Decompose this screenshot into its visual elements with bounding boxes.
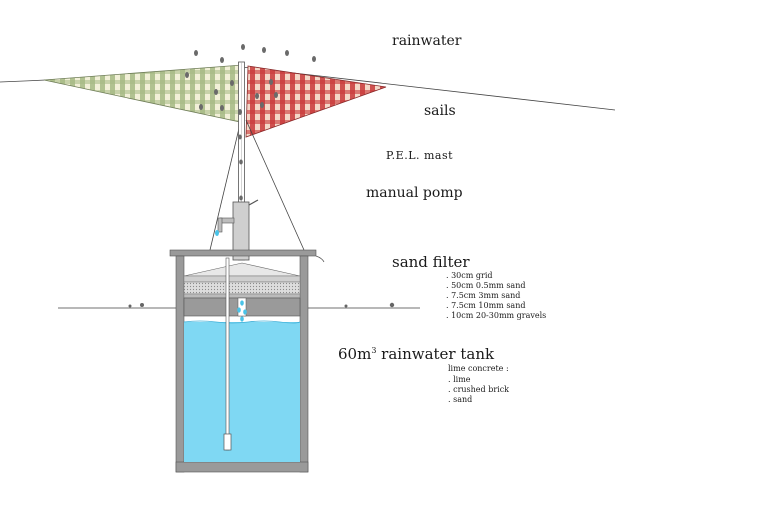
label-pump: manual pomp <box>366 185 463 201</box>
sail-right <box>245 65 387 138</box>
concrete-item: . lime <box>448 375 471 384</box>
pump-body <box>232 201 250 261</box>
pump-pipe <box>225 257 230 451</box>
filter-gravel <box>183 293 301 299</box>
rain-drops <box>185 44 316 201</box>
tank-wall-left <box>175 255 185 473</box>
concrete-items-list: . lime . crushed brick . sand <box>448 375 509 405</box>
ground-stones <box>128 302 395 308</box>
label-concrete-title: lime concrete : <box>448 364 509 373</box>
tank-floor <box>175 461 309 473</box>
label-tank-volume: 60m <box>338 345 372 363</box>
filter-layer-item: . 7.5cm 10mm sand <box>446 301 526 310</box>
guy-wire-right <box>245 119 305 251</box>
filter-layers-list: . 30cm grid . 50cm 0.5mm sand . 7.5cm 3m… <box>446 271 546 321</box>
label-mast: P.E.L. mast <box>386 149 454 162</box>
filter-layer-item: . 7.5cm 3mm sand <box>446 291 521 300</box>
filter-layer-item: . 30cm grid <box>446 271 493 280</box>
tank-wall-right <box>299 255 309 473</box>
filter-layer-item: . 10cm 20-30mm gravels <box>446 311 547 320</box>
pump-handle <box>248 199 259 206</box>
filter-cone <box>183 262 301 277</box>
tank-roof <box>169 249 317 257</box>
label-tank-name: rainwater tank <box>376 345 495 363</box>
filter-sand <box>183 281 301 295</box>
water-drops <box>215 230 247 322</box>
concrete-item: . sand <box>448 395 473 404</box>
label-tank: 60m3 rainwater tank <box>338 347 494 362</box>
label-tank-sup: 3 <box>371 346 377 355</box>
concrete-item: . crushed brick <box>448 385 510 394</box>
label-sand-filter: sand filter <box>392 253 470 271</box>
label-rainwater: rainwater <box>392 33 462 49</box>
label-sails: sails <box>424 103 456 119</box>
filter-grid <box>183 275 301 283</box>
pump-foot-valve <box>223 433 232 451</box>
sail-left <box>43 64 243 123</box>
tank-water <box>184 322 300 462</box>
guy-wire-left <box>209 119 242 251</box>
filter-layer-item: . 50cm 0.5mm sand <box>446 281 526 290</box>
